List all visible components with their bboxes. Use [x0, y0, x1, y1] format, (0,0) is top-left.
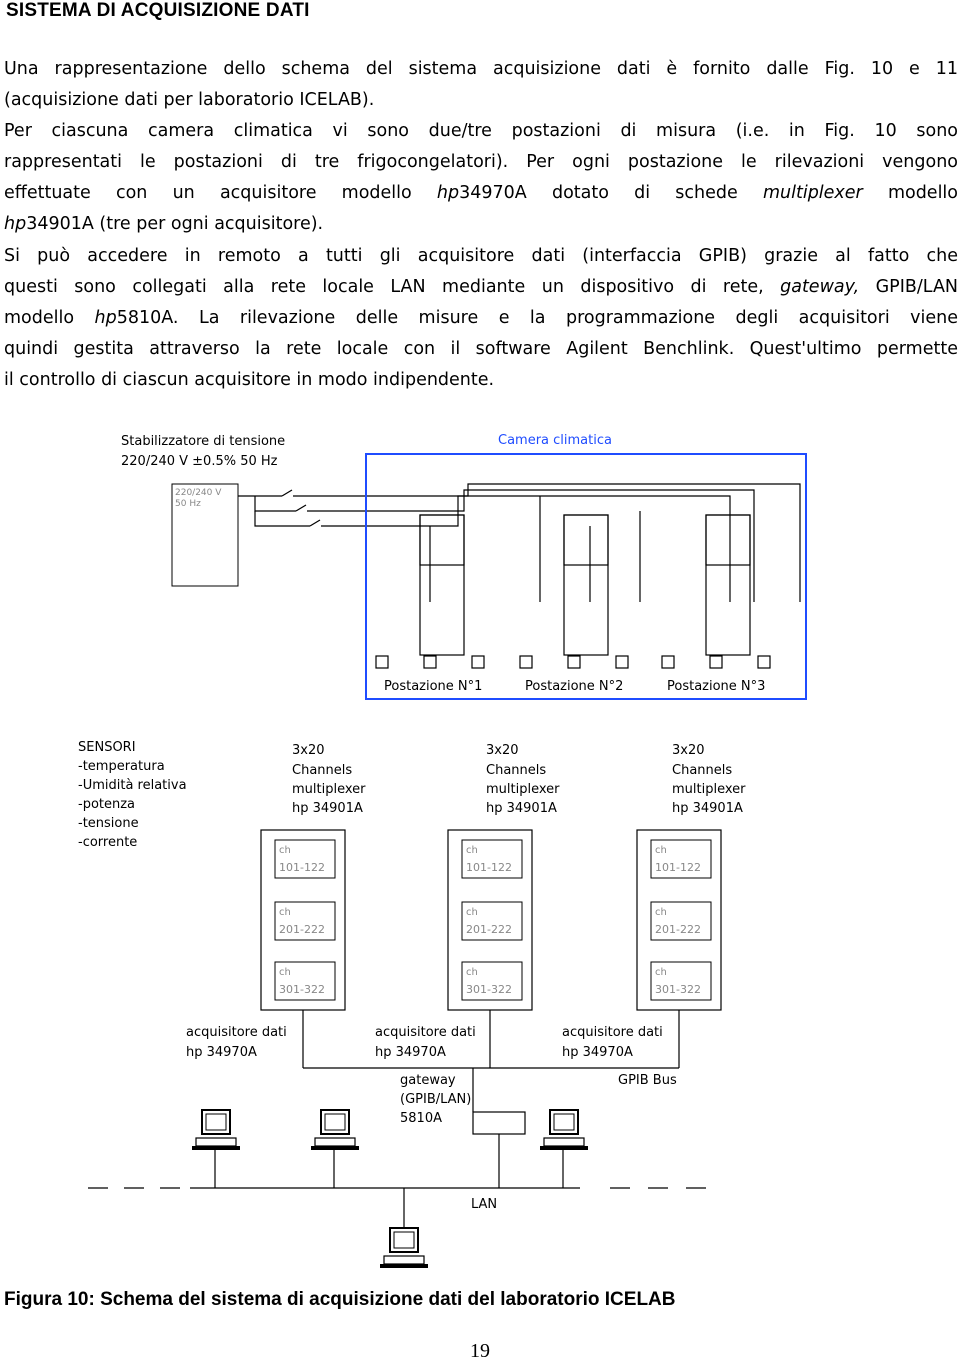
- svg-text:3x20: 3x20: [292, 743, 325, 758]
- climate-chamber-label: Camera climatica: [498, 433, 612, 448]
- power-wires: [238, 483, 801, 602]
- svg-text:ch: ch: [279, 967, 291, 978]
- paragraph-2-line-5: il controllo di ciascun acquisitore in m…: [4, 370, 495, 390]
- svg-text:301-322: 301-322: [466, 983, 512, 996]
- svg-text:201-222: 201-222: [466, 923, 512, 936]
- acquisitor-2: ch 101-122 ch 201-222 ch 301-322: [447, 829, 533, 1011]
- sensor-temperature: -temperatura: [78, 759, 165, 774]
- station-3-label: Postazione N°3: [667, 679, 765, 694]
- svg-text:101-122: 101-122: [279, 861, 325, 874]
- paragraph-2: Si può accedere in remoto a tutti gli ac…: [4, 241, 958, 396]
- svg-text:hp 34901A: hp 34901A: [292, 801, 363, 816]
- svg-text:hp 34901A: hp 34901A: [486, 801, 557, 816]
- computer-icon: [311, 1109, 359, 1150]
- acquisitor-3: ch 101-122 ch 201-222 ch 301-322: [636, 829, 722, 1011]
- paragraph-1-line-3: Per ciascuna camera climatica vi sono du…: [4, 121, 958, 141]
- svg-text:101-122: 101-122: [655, 861, 701, 874]
- svg-text:hp 34901A: hp 34901A: [672, 801, 743, 816]
- svg-text:Channels: Channels: [292, 763, 352, 778]
- paragraph-2-line-3: modello hp5810A. La rilevazione delle mi…: [4, 308, 958, 328]
- svg-text:multiplexer: multiplexer: [486, 782, 560, 797]
- svg-text:multiplexer: multiplexer: [292, 782, 366, 797]
- computer-icon: [380, 1227, 428, 1268]
- lan-network: [88, 1148, 706, 1228]
- svg-text:hp 34970A: hp 34970A: [562, 1045, 633, 1060]
- svg-text:ch: ch: [279, 845, 291, 856]
- mux-label-3: 3x20 Channels multiplexer hp 34901A: [672, 743, 746, 816]
- svg-text:201-222: 201-222: [279, 923, 325, 936]
- svg-text:ch: ch: [466, 845, 478, 856]
- svg-text:ch: ch: [279, 907, 291, 918]
- climate-chamber-frame: [365, 453, 807, 700]
- svg-text:ch: ch: [655, 967, 667, 978]
- lan-label: LAN: [471, 1197, 497, 1212]
- paragraph-2-line-4: quindi gestita attraverso la rete locale…: [4, 339, 958, 359]
- gateway-label: gateway (GPIB/LAN) 5810A: [400, 1073, 471, 1126]
- acquisitor-labels: acquisitore dati hp 34970A acquisitore d…: [186, 1025, 663, 1060]
- freezer-3: [661, 514, 771, 669]
- svg-text:hp 34970A: hp 34970A: [375, 1045, 446, 1060]
- computer-icon: [540, 1109, 588, 1150]
- paragraph-1: Una rappresentazione dello schema del si…: [4, 54, 958, 240]
- stabilizer-box: [171, 483, 239, 587]
- sensor-current: -corrente: [78, 835, 137, 850]
- station-1-label: Postazione N°1: [384, 679, 482, 694]
- acquisitor-1: ch 101-122 ch 201-222 ch 301-322: [260, 829, 346, 1011]
- freezer-2: [519, 514, 629, 669]
- freezer-1: [375, 514, 485, 669]
- computer-icon: [192, 1109, 240, 1150]
- stabilizer-title: Stabilizzatore di tensione: [121, 434, 285, 449]
- svg-text:ch: ch: [655, 845, 667, 856]
- svg-text:multiplexer: multiplexer: [672, 782, 746, 797]
- paragraph-1-line-1: Una rappresentazione dello schema del si…: [4, 59, 958, 79]
- gateway-box: [472, 1111, 526, 1135]
- paragraph-2-line-1: Si può accedere in remoto a tutti gli ac…: [4, 246, 958, 266]
- svg-text:3x20: 3x20: [672, 743, 705, 758]
- svg-text:5810A: 5810A: [400, 1111, 442, 1126]
- gpib-bus-label: GPIB Bus: [618, 1073, 677, 1088]
- stabilizer-spec: 220/240 V ±0.5% 50 Hz: [121, 454, 278, 469]
- svg-text:101-122: 101-122: [466, 861, 512, 874]
- paragraph-1-line-4: rappresentati le postazioni di tre frigo…: [4, 152, 958, 172]
- svg-text:acquisitore dati: acquisitore dati: [375, 1025, 476, 1040]
- gpib-bus: [302, 1010, 680, 1188]
- sensor-voltage: -tensione: [78, 816, 139, 831]
- svg-text:gateway: gateway: [400, 1073, 456, 1088]
- svg-text:ch: ch: [466, 907, 478, 918]
- climate-chamber: Camera climatica: [365, 433, 807, 700]
- mux-label-2: 3x20 Channels multiplexer hp 34901A: [486, 743, 560, 816]
- svg-text:301-322: 301-322: [279, 983, 325, 996]
- figure-acquisition-schema: Stabilizzatore di tensione 220/240 V ±0.…: [0, 420, 960, 1285]
- paragraph-1-line-5: effettuate con un acquisitore modello hp…: [4, 183, 959, 203]
- voltage-stabilizer: Stabilizzatore di tensione 220/240 V ±0.…: [121, 434, 285, 587]
- paragraph-1-line-6: hp34901A (tre per ogni acquisitore).: [4, 214, 324, 234]
- svg-text:ch: ch: [655, 907, 667, 918]
- sensors-list: SENSORI -temperatura -Umidità relativa -…: [78, 740, 187, 850]
- paragraph-2-line-2: questi sono collegati alla rete locale L…: [4, 277, 959, 297]
- sensors-title: SENSORI: [78, 740, 136, 755]
- svg-text:ch: ch: [466, 967, 478, 978]
- svg-text:acquisitore dati: acquisitore dati: [186, 1025, 287, 1040]
- sensor-humidity: -Umidità relativa: [78, 778, 187, 793]
- page-number: 19: [470, 1340, 490, 1362]
- section-heading: SISTEMA DI ACQUISIZIONE DATI: [6, 0, 310, 21]
- svg-text:acquisitore dati: acquisitore dati: [562, 1025, 663, 1040]
- station-2-label: Postazione N°2: [525, 679, 623, 694]
- svg-text:3x20: 3x20: [486, 743, 519, 758]
- mux-label-1: 3x20 Channels multiplexer hp 34901A: [292, 743, 366, 816]
- svg-text:201-222: 201-222: [655, 923, 701, 936]
- sensor-power: -potenza: [78, 797, 135, 812]
- figure-caption: Figura 10: Schema del sistema di acquisi…: [4, 1289, 676, 1310]
- svg-text:hp 34970A: hp 34970A: [186, 1045, 257, 1060]
- svg-text:Channels: Channels: [486, 763, 546, 778]
- stabilizer-box-label-freq: 50 Hz: [175, 499, 201, 509]
- svg-text:Channels: Channels: [672, 763, 732, 778]
- svg-text:(GPIB/LAN): (GPIB/LAN): [400, 1092, 471, 1107]
- stabilizer-box-label-voltage: 220/240 V: [175, 488, 222, 498]
- paragraph-1-line-2: (acquisizione dati per laboratorio ICELA…: [4, 90, 375, 110]
- svg-text:301-322: 301-322: [655, 983, 701, 996]
